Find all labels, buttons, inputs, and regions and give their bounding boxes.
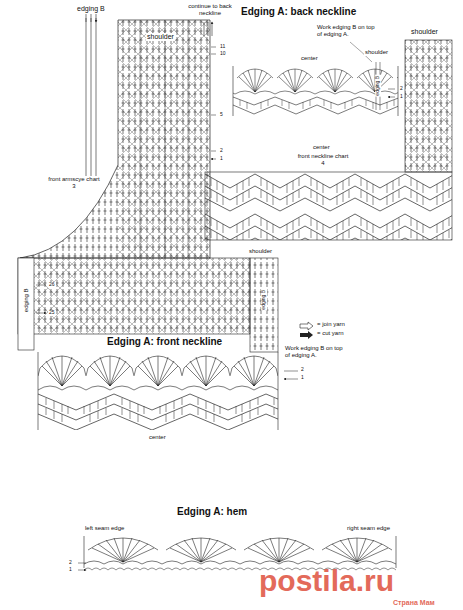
part-label: edging B xyxy=(23,287,30,313)
row-number: 1 xyxy=(300,375,305,381)
row-number: 5 xyxy=(219,112,224,118)
legend-text: = cut yarn xyxy=(316,330,345,337)
row-number: 2 xyxy=(399,86,404,92)
part-label: shoulder xyxy=(410,28,439,36)
row-number: 10 xyxy=(219,51,227,57)
cut-yarn-symbol xyxy=(300,331,313,339)
part-label: edging B xyxy=(375,75,381,97)
row-number: 26 xyxy=(48,282,56,288)
note: Work edging B on top of edging A. xyxy=(316,24,382,37)
join-yarn-symbol xyxy=(300,322,313,330)
chart-label: front neckline chart 4 xyxy=(296,153,350,166)
row-number: 2 xyxy=(68,560,73,566)
center-mark: center xyxy=(300,55,319,62)
row-number: 1 xyxy=(68,567,73,573)
row-number: 11 xyxy=(219,44,226,50)
row-number: 25 xyxy=(48,310,56,316)
row-number: 2 xyxy=(219,148,224,154)
part-label: shoulder xyxy=(146,33,175,41)
watermark: postila.ru xyxy=(258,566,395,596)
part-label: left seam edge xyxy=(84,525,125,532)
part-label: shoulder xyxy=(364,49,389,56)
watermark: Страна Мам xyxy=(392,599,436,606)
part-label: edging B xyxy=(261,289,267,311)
section-heading: Edging A: hem xyxy=(176,506,248,517)
section-heading: Edging A: back neckline xyxy=(240,6,357,17)
center-mark: center xyxy=(148,434,167,441)
part-label: edging B xyxy=(76,5,106,13)
part-label: right seam edge xyxy=(346,525,391,532)
row-number: 1 xyxy=(219,156,224,162)
note: continue to back neckline xyxy=(186,3,234,16)
row-number: 1 xyxy=(399,94,404,100)
section-heading: Edging A: front neckline xyxy=(106,336,223,347)
part-label: shoulder xyxy=(248,248,273,255)
row-number: 2 xyxy=(300,367,305,373)
center-mark: center xyxy=(312,144,331,151)
legend-text: = join yarn xyxy=(316,321,346,328)
chart-label: front armscye chart 3 xyxy=(46,176,102,189)
note: Work edging B on top of edging A. xyxy=(284,345,350,358)
